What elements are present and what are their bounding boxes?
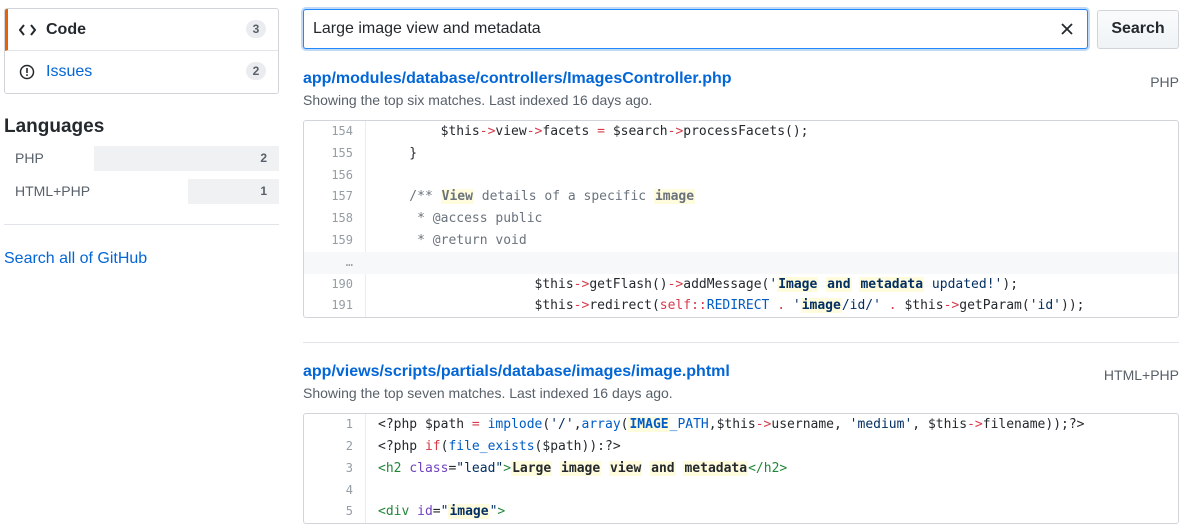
result-header: app/modules/database/controllers/ImagesC…	[303, 70, 1179, 118]
code-text	[365, 252, 1178, 274]
language-php-bar	[94, 146, 279, 171]
line-number: …	[345, 254, 353, 269]
search-box	[303, 9, 1088, 49]
code-text: * @return void	[365, 229, 1178, 252]
filter-issues-label: Issues	[46, 63, 93, 80]
result-file-link[interactable]: app/views/scripts/partials/database/imag…	[303, 363, 730, 381]
code-text: }	[365, 142, 1178, 165]
close-icon[interactable]	[1057, 19, 1077, 39]
code-line: 3 <h2 class="lead">Large image view and m…	[304, 457, 1178, 480]
line-number: 3	[345, 460, 353, 475]
code-line: 190 $this->getFlash()->addMessage('Image…	[304, 273, 1178, 296]
code-line: 159 * @return void	[304, 229, 1178, 252]
filter-issues-count: 2	[246, 62, 266, 80]
code-line: 158 * @access public	[304, 208, 1178, 230]
code-text: * @access public	[365, 208, 1178, 230]
code-line: 157 /** View details of a specific image	[304, 186, 1178, 209]
issue-opened-icon	[19, 64, 41, 80]
code-text: /** View details of a specific image	[365, 186, 1178, 209]
result-subtitle: Showing the top seven matches. Last inde…	[303, 385, 673, 402]
code-line: 2 <?php if(file_exists($path)):?>	[304, 435, 1178, 458]
line-number: 1	[345, 417, 353, 432]
code-line: 4	[304, 479, 1178, 502]
result-language: HTML+PHP	[1103, 367, 1179, 384]
code-text	[365, 164, 1178, 187]
language-php-name: PHP	[15, 150, 44, 166]
sidebar: Code 3 Issues 2 Languages PHP 2 HTML+PHP…	[0, 8, 279, 268]
code-icon	[19, 23, 41, 36]
language-php[interactable]: PHP 2	[0, 146, 279, 171]
line-number: 156	[331, 167, 353, 182]
code-snippet: 154 $this->view->facets = $search->proce…	[303, 120, 1179, 319]
line-number: 158	[331, 211, 353, 226]
code-line: 1 <?php $path = implode('/',array(IMAGE_P…	[304, 414, 1178, 436]
language-html-php-count: 1	[260, 184, 267, 198]
search-result: app/modules/database/controllers/ImagesC…	[303, 70, 1179, 319]
code-line: 5 <div id="image">	[304, 501, 1178, 524]
result-file-link[interactable]: app/modules/database/controllers/ImagesC…	[303, 70, 732, 87]
line-number: 5	[345, 504, 353, 519]
languages-title: Languages	[4, 116, 105, 137]
line-number: 154	[331, 124, 353, 138]
code-text: $this->getFlash()->addMessage('Image and…	[365, 273, 1178, 296]
language-list: PHP 2 HTML+PHP 1	[0, 146, 279, 204]
code-text: $this->redirect(self::REDIRECT . 'image/…	[365, 295, 1178, 318]
line-number: 157	[331, 189, 353, 204]
search-input[interactable]	[304, 10, 1044, 48]
result-language: PHP	[1150, 74, 1179, 90]
search-all-github-link[interactable]: Search all of GitHub	[4, 250, 148, 267]
code-text: <h2 class="lead">Large image view and me…	[365, 457, 1178, 480]
filter-code[interactable]: Code 3	[5, 9, 278, 51]
code-gap: …	[304, 251, 1178, 274]
language-php-count: 2	[260, 151, 267, 165]
code-snippet: 1 <?php $path = implode('/',array(IMAGE_P…	[303, 413, 1179, 525]
result-header: app/views/scripts/partials/database/imag…	[303, 363, 1179, 411]
line-number: 159	[331, 232, 353, 247]
result-separator	[303, 342, 1179, 344]
line-number: 191	[331, 298, 353, 313]
code-line: 154 $this->view->facets = $search->proce…	[304, 121, 1178, 143]
search-bar: Search	[303, 9, 1179, 49]
filter-code-label: Code	[46, 20, 86, 38]
code-line: 191 $this->redirect(self::REDIRECT . 'im…	[304, 295, 1178, 318]
search-button[interactable]: Search	[1097, 9, 1179, 49]
main-content: Search app/modules/database/controllers/…	[303, 9, 1179, 525]
code-text: $this->view->facets = $search->processFa…	[365, 121, 1178, 143]
code-text: <?php $path = implode('/',array(IMAGE_PA…	[365, 414, 1178, 436]
sidebar-divider	[4, 224, 279, 225]
filter-menu: Code 3 Issues 2	[4, 8, 279, 94]
filter-code-count: 3	[246, 20, 266, 38]
line-number: 4	[345, 482, 353, 497]
language-html-php-name: HTML+PHP	[15, 183, 91, 199]
code-text	[365, 479, 1178, 502]
language-html-php[interactable]: HTML+PHP 1	[0, 179, 279, 204]
line-number: 155	[331, 145, 353, 160]
language-html-php-bar	[188, 179, 279, 204]
line-number: 190	[331, 276, 353, 291]
result-subtitle: Showing the top six matches. Last indexe…	[303, 92, 653, 108]
filter-issues[interactable]: Issues 2	[5, 51, 278, 93]
search-result: app/views/scripts/partials/database/imag…	[303, 363, 1179, 525]
code-line: 156	[304, 164, 1178, 187]
code-text: <div id="image">	[365, 501, 1178, 524]
code-line: 155 }	[304, 142, 1178, 165]
line-number: 2	[345, 438, 353, 453]
code-text: <?php if(file_exists($path)):?>	[365, 435, 1178, 458]
